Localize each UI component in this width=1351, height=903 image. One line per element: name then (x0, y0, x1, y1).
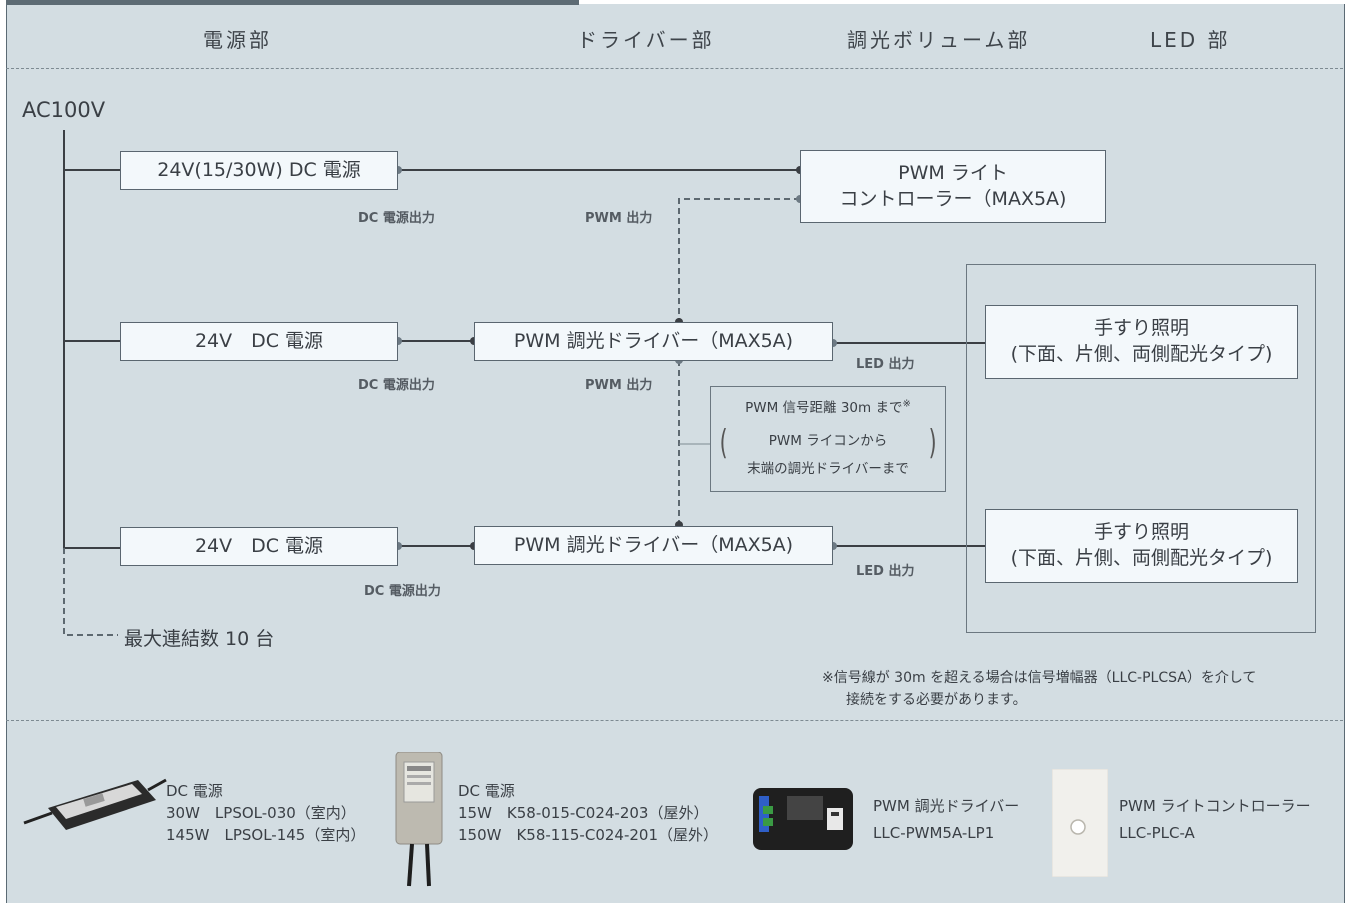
product-3-title: PWM 調光ドライバー (873, 797, 1020, 815)
product-2-caption: DC 電源 15W K58-015-C024-203（屋外） 150W K58-… (458, 780, 718, 846)
product-4-title: PWM ライトコントローラー (1119, 797, 1311, 815)
header-power: 電源部 (203, 28, 272, 52)
header-led: LED 部 (1150, 28, 1231, 52)
led-output-label-1: LED 出力 (856, 357, 915, 372)
product-2-title: DC 電源 (458, 782, 515, 800)
handrail-light-2-title: 手すり照明 (1093, 521, 1189, 544)
dc-power-supply-3: 24V DC 電源 (120, 527, 398, 566)
pwm-light-controller: PWM ライト コントローラー（MAX5A) (800, 150, 1106, 223)
product-2-row-2: 150W K58-115-C024-201（屋外） (458, 826, 718, 844)
dc-power-supply-1: 24V(15/30W) DC 電源 (120, 151, 398, 190)
max-connections-label: 最大連結数 10 台 (124, 628, 275, 650)
product-1-title: DC 電源 (166, 782, 223, 800)
header-driver: ドライバー部 (577, 28, 715, 52)
product-1-row-1: 30W LPSOL-030（室内） (166, 804, 356, 822)
handrail-light-2-type: (下面、片側、両側配光タイプ) (1010, 547, 1273, 569)
pwm-output-label-2: PWM 出力 (585, 378, 653, 393)
product-1-row-2: 145W LPSOL-145（室内） (166, 826, 366, 844)
controller-line-1: PWM ライト (898, 161, 1008, 184)
dc-output-label-3: DC 電源出力 (364, 584, 441, 599)
pwm-dimming-driver-1: PWM 調光ドライバー（MAX5A) (474, 322, 833, 361)
bracket-right: ) (928, 423, 937, 463)
footnote-line-2: 接続をする必要があります。 (846, 692, 1027, 708)
led-output-label-2: LED 出力 (856, 564, 915, 579)
bracket-left: ( (719, 423, 728, 463)
pwm-dimming-driver-2: PWM 調光ドライバー（MAX5A) (474, 526, 833, 565)
dc-power-supply-2: 24V DC 電源 (120, 322, 398, 361)
product-1-caption: DC 電源 30W LPSOL-030（室内） 145W LPSOL-145（室… (166, 780, 365, 846)
product-3-caption: PWM 調光ドライバー LLC-PWM5A-LP1 (873, 793, 1019, 847)
handrail-light-1: 手すり照明 (下面、片側、両側配光タイプ) (985, 305, 1298, 379)
pwm-output-label-1: PWM 出力 (585, 211, 653, 226)
top-accent-bar (6, 0, 579, 5)
ac-input-label: AC100V (22, 98, 106, 122)
header-dimmer: 調光ボリューム部 (847, 28, 1031, 52)
handrail-light-1-type: (下面、片側、両側配光タイプ) (1010, 343, 1273, 365)
product-4-caption: PWM ライトコントローラー LLC-PLC-A (1119, 793, 1311, 847)
dc-output-label-2: DC 電源出力 (358, 378, 435, 393)
handrail-light-2: 手すり照明 (下面、片側、両側配光タイプ) (985, 509, 1298, 583)
distance-note-line-2: PWM ライコンから (768, 433, 888, 449)
dc-output-label-1: DC 電源出力 (358, 211, 435, 226)
led-area-frame (966, 264, 1316, 633)
dc-power-supply-outdoor-image (390, 751, 450, 892)
controller-line-2: コントローラー（MAX5A) (839, 187, 1067, 210)
pwm-controller-image (1051, 768, 1109, 881)
footnote-line-1: ※信号線が 30m を超える場合は信号増幅器（LLC-PLCSA）を介して (822, 670, 1257, 686)
header-divider (6, 68, 1343, 69)
products-divider (6, 720, 1343, 721)
dc-power-supply-indoor-image (20, 768, 170, 842)
pwm-driver-image (751, 782, 855, 862)
product-3-row-1: LLC-PWM5A-LP1 (873, 824, 995, 842)
distance-note-line-1: PWM 信号距離 30m まで※ (745, 398, 911, 417)
distance-note-line-3: 末端の調光ドライバーまで (747, 461, 909, 477)
product-2-row-1: 15W K58-015-C024-203（屋外） (458, 804, 709, 822)
handrail-light-1-title: 手すり照明 (1093, 317, 1189, 340)
product-4-row-1: LLC-PLC-A (1119, 824, 1195, 842)
signal-distance-note: PWM 信号距離 30m まで※ PWM ライコンから 末端の調光ドライバーまで… (710, 386, 946, 492)
